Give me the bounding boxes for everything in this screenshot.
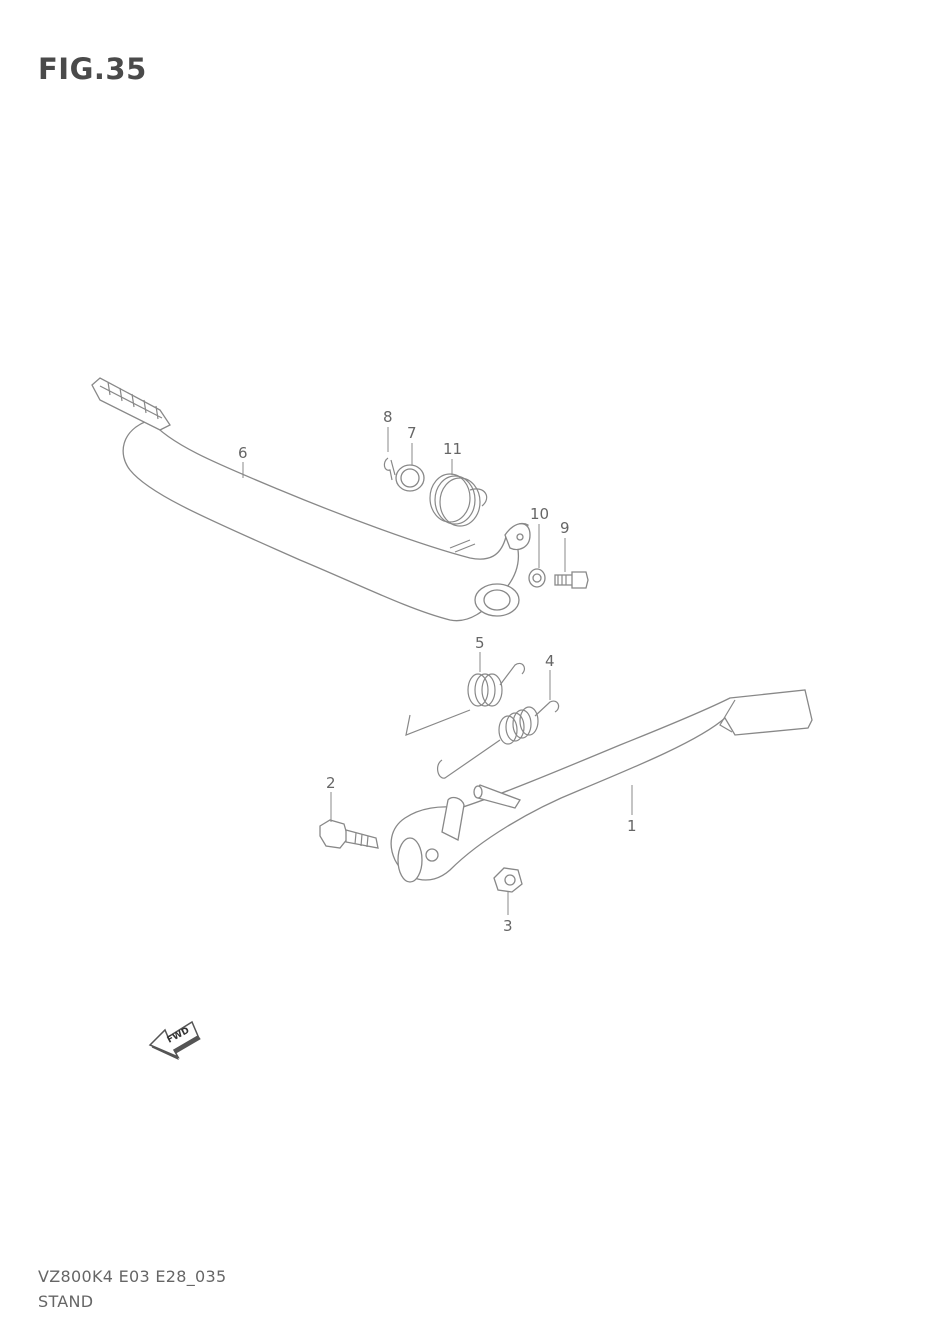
callout-5: 5 (475, 634, 485, 652)
callout-10: 10 (530, 505, 549, 523)
brake-pedal (91, 377, 531, 622)
callout-9: 9 (560, 519, 570, 537)
cotter-pin (383, 457, 396, 481)
stand-nut (493, 867, 523, 893)
pedal-return-spring (429, 473, 488, 527)
callout-2: 2 (326, 774, 336, 792)
callout-11: 11 (443, 440, 462, 458)
washer (395, 464, 425, 492)
small-nut (528, 568, 546, 588)
stand-spring-upper (405, 662, 526, 736)
callout-1: 1 (627, 817, 637, 835)
figure-title: FIG.35 (38, 52, 147, 86)
side-stand (390, 689, 813, 883)
callout-7: 7 (407, 424, 417, 442)
stand-spring-lower (436, 700, 560, 779)
model-code: VZ800K4 E03 E28_035 (38, 1267, 227, 1286)
pivot-bolt (319, 819, 379, 849)
callout-4: 4 (545, 652, 555, 670)
forward-direction-arrow-icon: FWD (148, 1020, 201, 1060)
callout-6: 6 (238, 444, 248, 462)
callout-8: 8 (383, 408, 393, 426)
callout-3: 3 (503, 917, 513, 935)
section-name: STAND (38, 1292, 94, 1311)
small-bolt (554, 571, 589, 589)
